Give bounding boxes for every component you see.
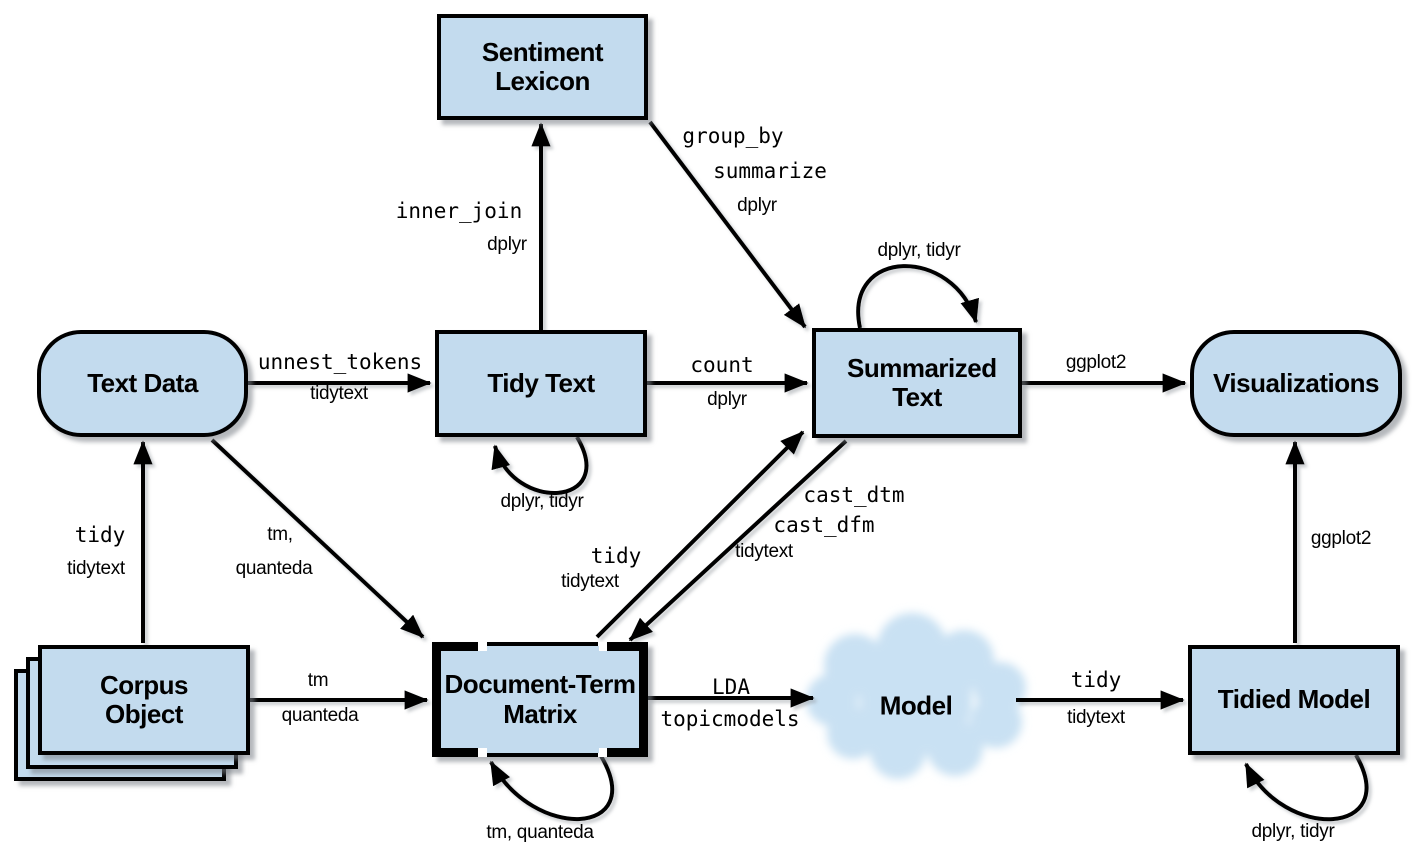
- edge-label-summarized-loop: dplyr, tidyr: [877, 240, 961, 261]
- loop-summarized: [856, 264, 979, 329]
- edge-label-tm-textdata: tm,: [267, 524, 293, 545]
- edge-label-unnest-tokens: unnest_tokens: [257, 350, 423, 374]
- border-notch: [478, 748, 487, 757]
- edge-label-tidytext-loop: dplyr, tidyr: [500, 491, 584, 512]
- node-label: Tidied Model: [1217, 684, 1371, 715]
- node-label: Summarized Text: [847, 352, 997, 412]
- node-corpus-object: Corpus Object: [38, 645, 250, 755]
- node-label: Text Data: [87, 367, 198, 398]
- node-tidied-model: Tidied Model: [1188, 645, 1400, 755]
- arrow-summarized-to-dtm: [628, 439, 848, 642]
- edge-label-ggplot2-summarized: ggplot2: [1065, 352, 1127, 373]
- node-visualizations: Visualizations: [1190, 330, 1402, 437]
- edge-label-tidy-model-pkg: tidytext: [1067, 707, 1125, 728]
- node-text-data: Text Data: [37, 330, 248, 437]
- edge-label-count: count: [690, 353, 754, 377]
- border-notch: [598, 642, 607, 651]
- border-notch: [598, 748, 607, 757]
- loop-dtm: [489, 754, 615, 821]
- edge-label-ggplot2-tidied: ggplot2: [1310, 528, 1372, 549]
- edge-label-tidy-dtm-pkg: tidytext: [561, 571, 619, 592]
- arrow-textdata-to-dtm: [210, 438, 425, 639]
- model-cloud: [806, 613, 1026, 779]
- edge-label-tidy-corpus: tidy: [74, 523, 126, 547]
- arrow-sentiment-to-summarized: [648, 120, 807, 329]
- edge-label-tidied-loop: dplyr, tidyr: [1251, 821, 1335, 842]
- edge-label-tidy-model: tidy: [1070, 668, 1122, 692]
- loop-tidied: [1244, 754, 1369, 822]
- edge-label-summarize: summarize: [713, 159, 827, 183]
- edge-label-inner-join-pkg: dplyr: [487, 234, 527, 255]
- node-summarized-text: Summarized Text: [812, 328, 1022, 438]
- edge-label-tidy-dtm: tidy: [590, 544, 642, 568]
- border-strip: [487, 748, 599, 753]
- node-sentiment-lexicon: Sentiment Lexicon: [437, 14, 648, 120]
- edge-label-group-by: group_by: [682, 124, 784, 148]
- loop-tidytext: [491, 435, 589, 495]
- node-label: Tidy Text: [487, 367, 595, 398]
- edge-label-tidy-corpus-pkg: tidytext: [67, 558, 125, 579]
- edge-label-quanteda-corpus: quanteda: [281, 705, 359, 726]
- node-model-label: Model: [879, 690, 953, 721]
- node-label: Document-Term Matrix: [444, 669, 636, 729]
- edge-label-cast-dtm: cast_dtm: [803, 483, 905, 507]
- edge-label-dtm-loop: tm, quanteda: [486, 822, 594, 843]
- edge-label-cast-dfm: cast_dfm: [773, 513, 875, 537]
- edge-label-group-by-pkg: dplyr: [737, 195, 777, 216]
- node-label: Corpus Object: [100, 669, 189, 729]
- border-strip: [487, 646, 599, 651]
- edge-label-count-pkg: dplyr: [707, 389, 747, 410]
- node-label: Sentiment Lexicon: [481, 36, 604, 96]
- edge-label-quanteda-textdata: quanteda: [235, 558, 313, 579]
- node-document-term-matrix: Document-Term Matrix: [432, 642, 648, 757]
- border-notch: [478, 642, 487, 651]
- arrow-dtm-to-summarized: [595, 430, 805, 639]
- node-label: Visualizations: [1213, 367, 1379, 398]
- node-tidy-text: Tidy Text: [435, 330, 647, 437]
- edge-label-cast-pkg: tidytext: [735, 541, 793, 562]
- edge-label-unnest-tokens-pkg: tidytext: [310, 383, 368, 404]
- edge-label-lda: LDA: [712, 675, 750, 699]
- edge-label-topicmodels: topicmodels: [660, 707, 800, 731]
- edge-label-inner-join: inner_join: [395, 199, 523, 223]
- edge-label-tm-corpus: tm: [307, 670, 329, 691]
